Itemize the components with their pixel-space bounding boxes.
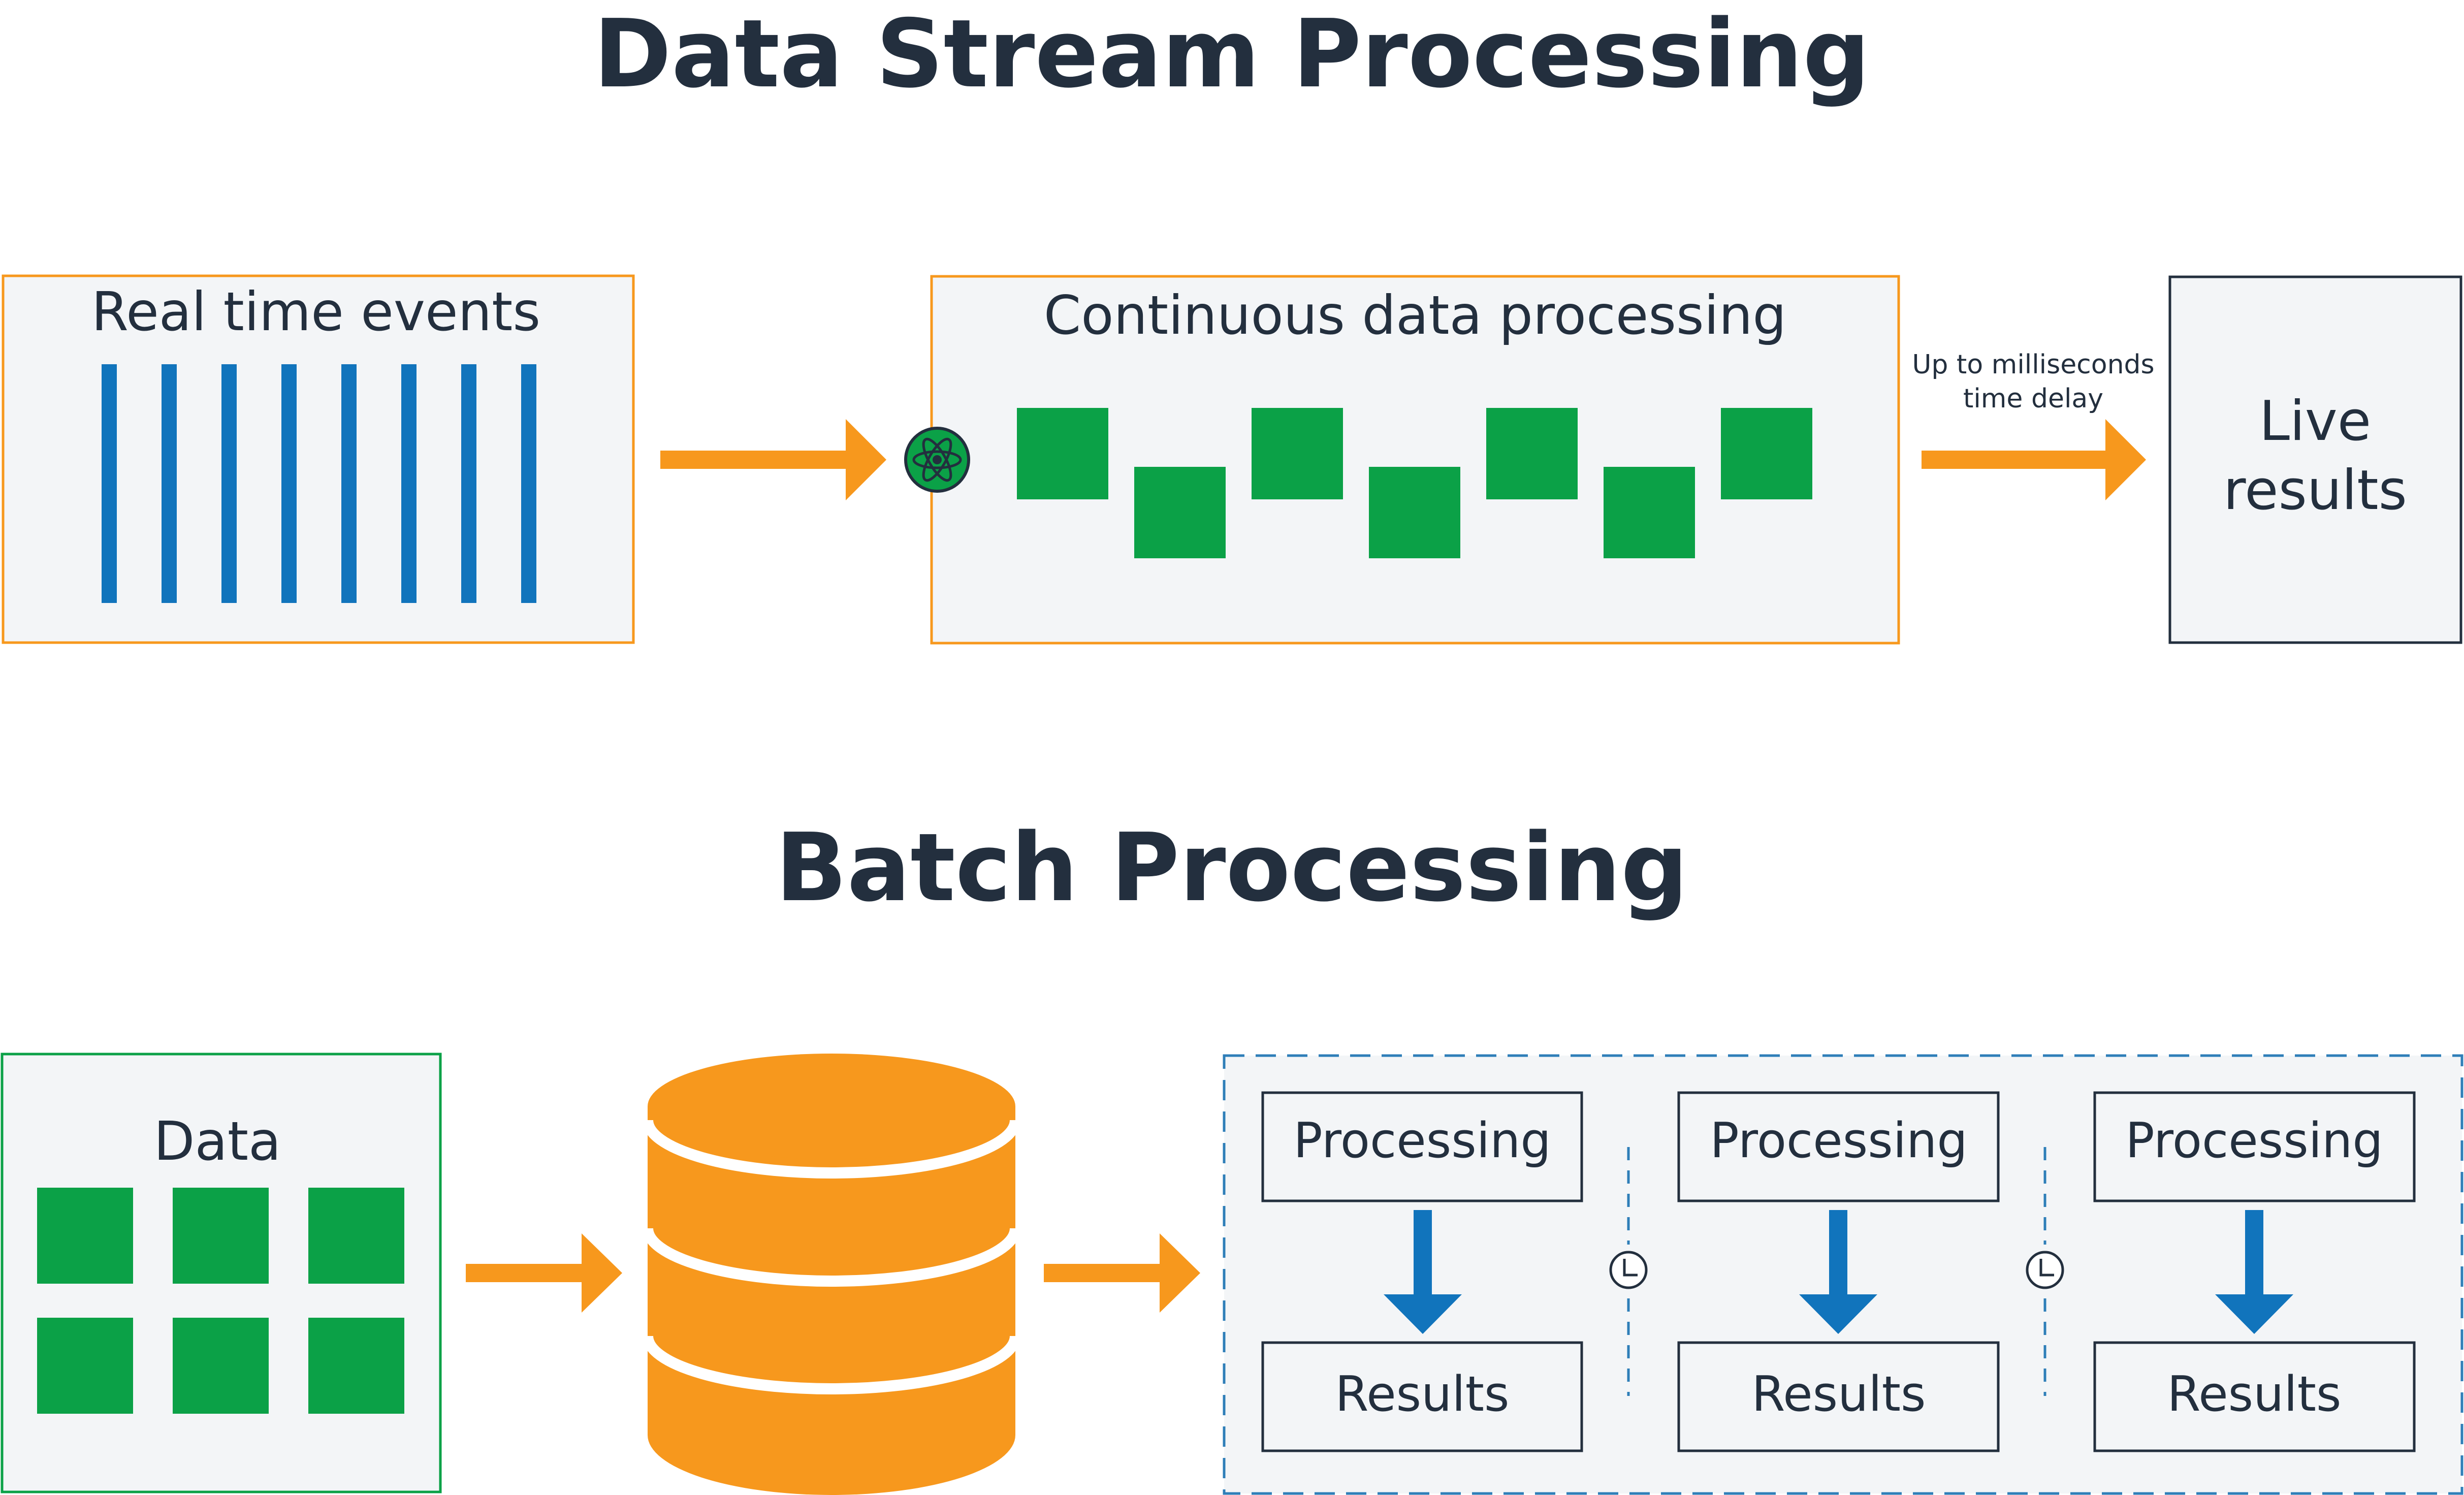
arrow-down-icon	[1384, 1210, 1462, 1334]
continuous-processing-panel: Continuous data processing	[930, 275, 1900, 645]
batch-jobs-panel: Processing Results Processing Results Pr…	[1223, 1054, 2463, 1495]
processing-blocks	[1017, 408, 1812, 558]
clock-icon	[2026, 1251, 2064, 1289]
batch-stage: Processing Results	[2093, 1091, 2416, 1452]
processing-label: Processing	[2125, 1113, 2383, 1169]
event-stream-icon	[102, 364, 536, 603]
live-results-line2: results	[2223, 459, 2407, 522]
real-time-events-panel: Real time events	[2, 274, 635, 644]
batch-title: Batch Processing	[776, 813, 1688, 923]
data-label: Data	[154, 1110, 281, 1172]
arrow-right-icon	[660, 419, 886, 500]
real-time-events-label: Real time events	[91, 281, 540, 343]
data-blocks	[37, 1188, 404, 1414]
clock-icon	[1609, 1251, 1648, 1289]
batch-stage: Processing Results	[1261, 1091, 1583, 1452]
stream-title: Data Stream Processing	[593, 0, 1870, 109]
results-label: Results	[1335, 1366, 1509, 1422]
arrow-right-icon	[1922, 419, 2146, 500]
arrow-right-icon	[1044, 1233, 1200, 1313]
results-label: Results	[2167, 1366, 2341, 1422]
arrow-down-icon	[1799, 1210, 1877, 1334]
continuous-processing-label: Continuous data processing	[1044, 284, 1786, 346]
stream-processor-icon	[904, 427, 970, 493]
arrow-down-icon	[2215, 1210, 2293, 1334]
database-icon	[642, 1054, 1021, 1495]
arrow-right-icon	[466, 1233, 622, 1313]
results-label: Results	[1751, 1366, 1926, 1422]
delay-label-line1: Up to milliseconds	[1912, 349, 2154, 380]
batch-stage: Processing Results	[1677, 1091, 2000, 1452]
processing-label: Processing	[1293, 1113, 1551, 1169]
live-results-line1: Live	[2259, 390, 2372, 453]
live-results-box: Live results	[2168, 275, 2462, 644]
processing-label: Processing	[1710, 1113, 1967, 1169]
delay-label-line2: time delay	[1963, 384, 2103, 414]
data-panel: Data	[1, 1053, 442, 1493]
